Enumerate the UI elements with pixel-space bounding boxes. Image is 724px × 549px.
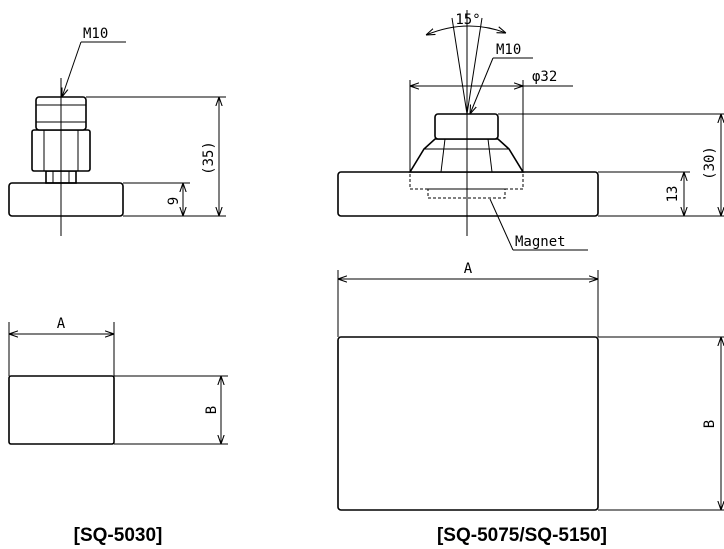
sq5030-width-label: A [57, 316, 66, 332]
sq5075-top-view: A B [337, 261, 724, 511]
sq5030-height-label: (35) [201, 141, 217, 175]
sq5030-height-dimension: (35) [86, 96, 226, 217]
sq5030-thread-callout: M10 [62, 26, 126, 97]
sq5075-diameter-label: φ32 [532, 69, 557, 85]
sq5075-magnet-callout: Magnet [489, 198, 588, 251]
sq5075-thread-callout: M10 [470, 42, 533, 114]
sq5075-width-label: A [464, 261, 473, 277]
sq5075-magnet-label: Magnet [515, 234, 566, 250]
sq5075-thread-label: M10 [496, 42, 521, 58]
sq5075-angle-callout: 15° [426, 12, 506, 115]
sq5075-base-label: 13 [665, 186, 681, 203]
sq5075-base-dimension: 13 [598, 171, 690, 216]
sq5075-footprint [337, 336, 599, 511]
sq5075-height-dimension: (30) [498, 113, 724, 217]
sq5075-base [337, 171, 599, 217]
caption-sq5030: [SQ-5030] [74, 525, 163, 546]
sq5030-front-view: M10 (35) 9 [8, 26, 226, 236]
sq5075-magnet [427, 188, 506, 199]
sq5075-front-view: 15° M10 φ32 (30) 13 [337, 10, 724, 251]
caption-sq5075: [SQ-5075/SQ-5150] [437, 525, 607, 546]
sq5030-base-dimension: 9 [123, 182, 190, 216]
sq5075-angle-label: 15° [455, 12, 480, 28]
sq5030-footprint [8, 375, 115, 445]
sq5075-height-label: (30) [702, 146, 718, 180]
sq5075-diameter-callout: φ32 [409, 69, 573, 172]
sq5075-depth-label: B [702, 420, 718, 428]
sq5030-top-view: A B [8, 316, 228, 445]
sq5030-thread-label: M10 [83, 26, 108, 42]
sq5030-base [8, 182, 124, 217]
sq5030-depth-label: B [204, 406, 220, 414]
sq5030-base-label: 9 [166, 197, 182, 205]
